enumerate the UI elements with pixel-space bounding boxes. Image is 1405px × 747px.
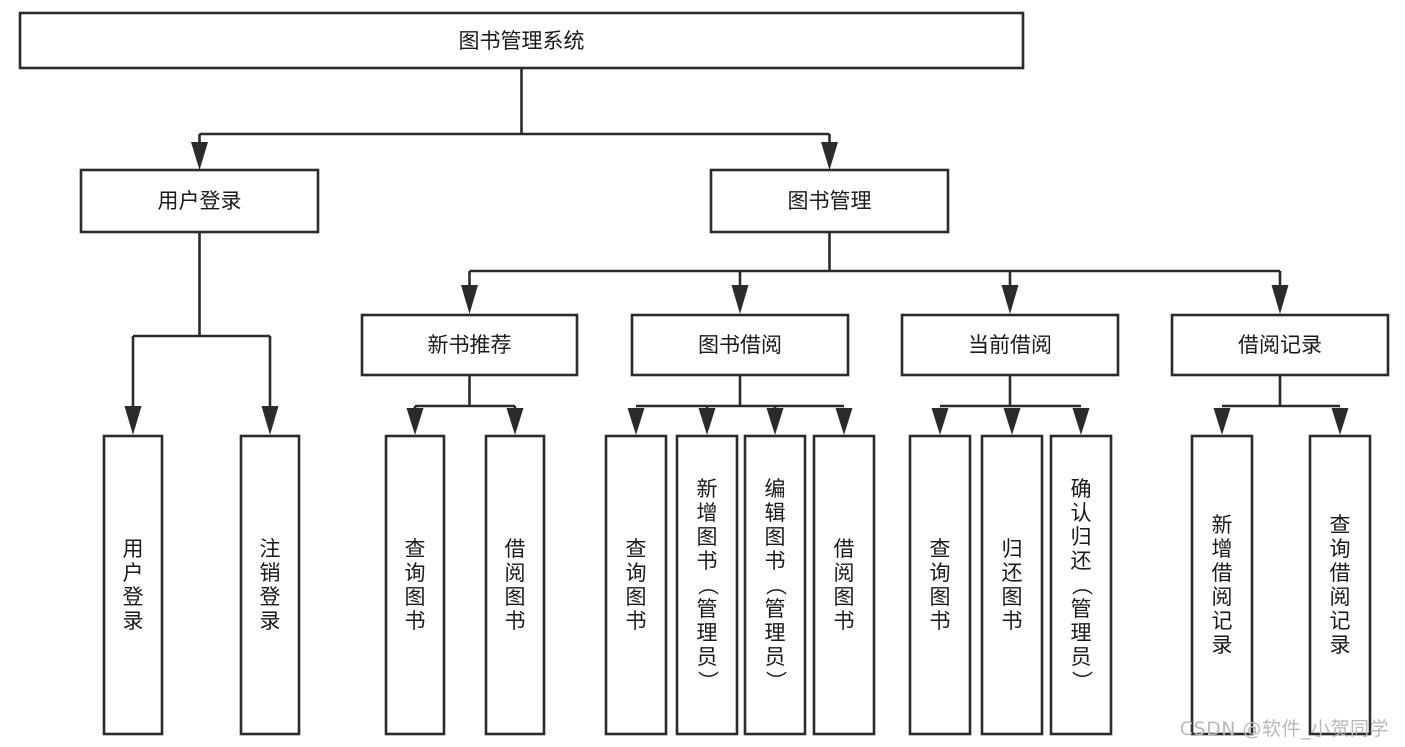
leaf-box-leaf-query-book-current[interactable] xyxy=(908,434,972,736)
leaf-box-leaf-logout[interactable] xyxy=(239,434,301,736)
node-borrow-records-label: 借阅记录 xyxy=(1238,333,1322,357)
node-borrow-records[interactable]: 借阅记录 xyxy=(1170,313,1390,377)
arrow-head-leaf-return-book xyxy=(1003,408,1021,435)
node-current-borrow[interactable]: 当前借阅 xyxy=(900,313,1120,377)
arrow-head-leaf-add-book-admin xyxy=(698,408,716,435)
connector-group-current-borrow xyxy=(931,375,1090,435)
node-book-manage-label: 图书管理 xyxy=(788,189,872,213)
node-book-borrow-box[interactable] xyxy=(630,313,850,377)
leaf-box-leaf-confirm-return-admin[interactable] xyxy=(1049,434,1113,736)
leaf-box-leaf-add-borrow-record[interactable] xyxy=(1190,434,1254,736)
node-root[interactable]: 图书管理系统 xyxy=(18,11,1025,70)
connector-group-book-manage xyxy=(461,232,1289,314)
arrow-head-leaf-add-borrow-record xyxy=(1213,408,1231,435)
node-book-borrow[interactable]: 图书借阅 xyxy=(630,313,850,377)
node-book-manage[interactable]: 图书管理 xyxy=(709,168,950,234)
arrow-head-leaf-query-book-rec xyxy=(406,408,424,435)
node-current-borrow-label: 当前借阅 xyxy=(968,333,1052,357)
node-root-label: 图书管理系统 xyxy=(459,29,585,53)
leaf-box-leaf-query-book-rec[interactable] xyxy=(384,434,446,736)
leaf-box-group xyxy=(102,434,1372,736)
arrow-head-leaf-query-book-current xyxy=(931,408,949,435)
arrow-head-leaf-borrow-book-rec xyxy=(506,408,524,435)
arrow-head-book-manage xyxy=(821,142,838,170)
arrow-head-current-borrow xyxy=(1001,285,1019,314)
arrow-head-book-borrow xyxy=(731,285,749,314)
connector-group-new-book-recommend xyxy=(406,375,524,435)
arrow-head-borrow-records xyxy=(1271,285,1289,314)
watermark-text: CSDN @软件_小贺同学 xyxy=(1179,718,1389,740)
node-new-book-recommend-box[interactable] xyxy=(360,313,579,377)
leaf-box-leaf-edit-book-admin[interactable] xyxy=(743,434,807,736)
arrow-head-leaf-logout xyxy=(261,406,279,435)
node-user-login-box[interactable] xyxy=(79,168,320,234)
arrow-head-leaf-edit-book-admin xyxy=(766,408,784,435)
connector-group-borrow-records xyxy=(1213,375,1349,435)
arrow-head-new-book-recommend xyxy=(461,285,478,314)
leaf-box-leaf-return-book[interactable] xyxy=(980,434,1044,736)
leaf-box-leaf-user-login[interactable] xyxy=(102,434,164,736)
arrow-head-leaf-confirm-return-admin xyxy=(1072,408,1090,435)
arrow-head-leaf-user-login xyxy=(124,406,142,435)
connector-group-user-login xyxy=(124,232,279,435)
leaf-box-leaf-borrow-book[interactable] xyxy=(812,434,876,736)
node-current-borrow-box[interactable] xyxy=(900,313,1120,377)
node-user-login-label: 用户登录 xyxy=(158,189,242,213)
node-book-manage-box[interactable] xyxy=(709,168,950,234)
arrow-head-leaf-query-borrow-record xyxy=(1331,408,1349,435)
leaf-box-leaf-query-book-borrow[interactable] xyxy=(604,434,668,736)
node-user-login[interactable]: 用户登录 xyxy=(79,168,320,234)
node-book-borrow-label: 图书借阅 xyxy=(698,333,782,357)
leaf-box-leaf-borrow-book-rec[interactable] xyxy=(484,434,546,736)
connector-group-root xyxy=(191,68,838,170)
node-new-book-recommend-label: 新书推荐 xyxy=(428,333,512,357)
node-new-book-recommend[interactable]: 新书推荐 xyxy=(360,313,579,377)
leaf-box-leaf-query-borrow-record[interactable] xyxy=(1308,434,1372,736)
arrow-head-user-login xyxy=(191,142,208,170)
arrow-head-leaf-borrow-book xyxy=(835,408,853,435)
node-root-box[interactable] xyxy=(18,11,1025,70)
leaf-box-leaf-add-book-admin[interactable] xyxy=(675,434,739,736)
node-borrow-records-box[interactable] xyxy=(1170,313,1390,377)
arrow-head-leaf-query-book-borrow xyxy=(627,408,645,435)
connector-group-book-borrow xyxy=(627,375,853,435)
